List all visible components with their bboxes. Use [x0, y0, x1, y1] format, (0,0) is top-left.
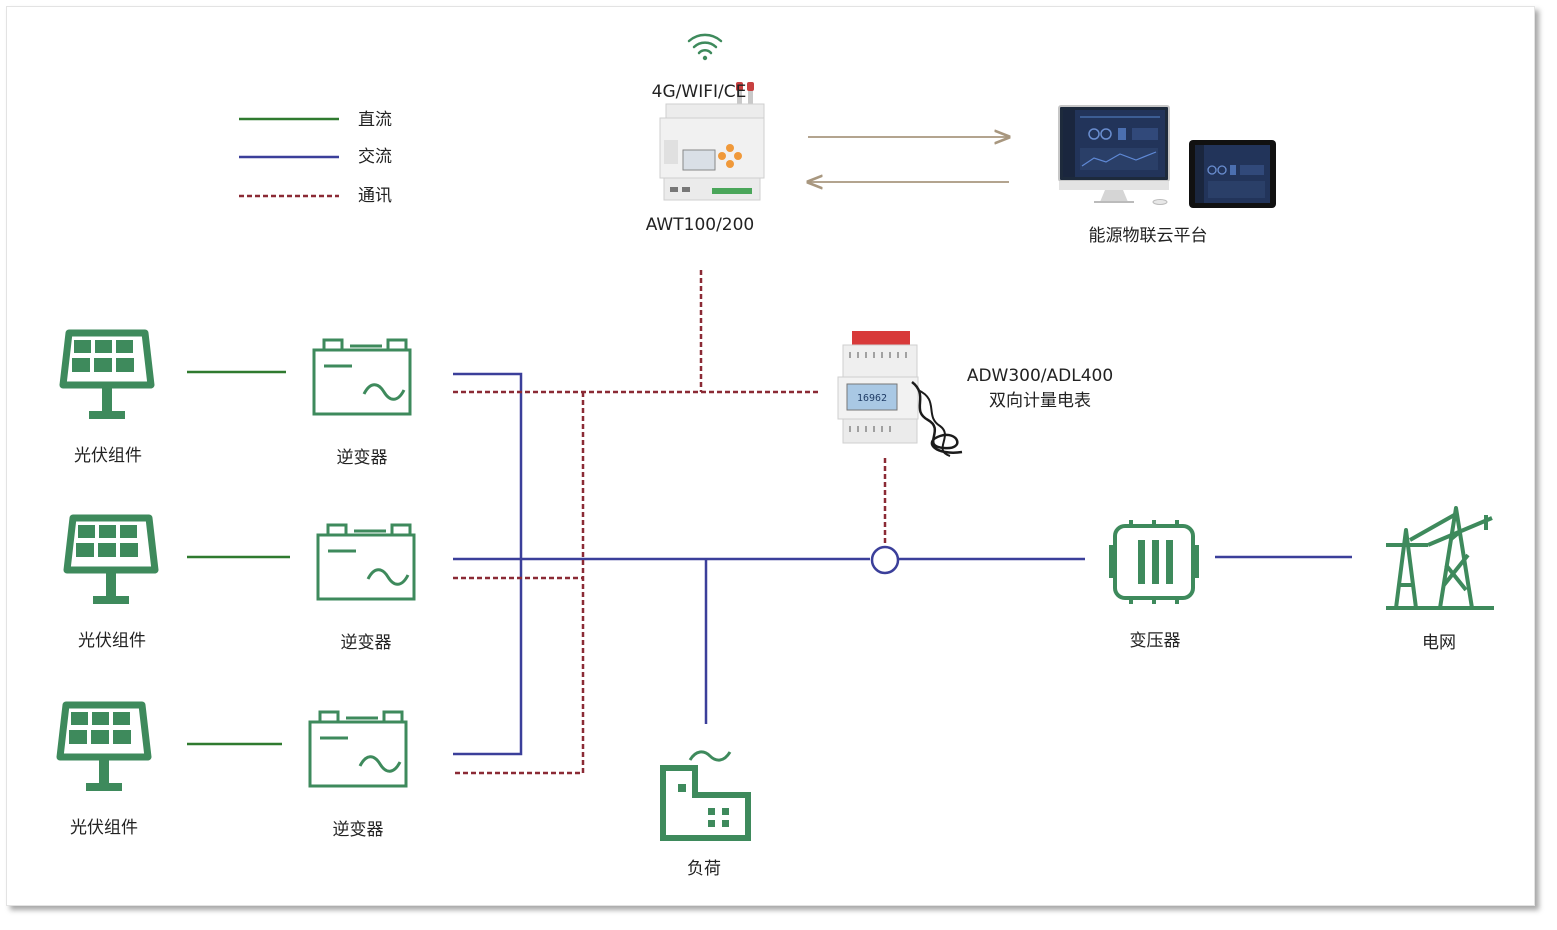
meter-display-reading: 16962: [857, 393, 887, 404]
inverter-label-3: 逆变器: [332, 820, 384, 840]
grid-label: 电网: [1422, 633, 1456, 653]
solar-panel-icon-1: [63, 333, 151, 419]
inverter-icon-3: [308, 710, 408, 788]
tablet-icon: [1189, 140, 1276, 208]
inverter-icon-2: [316, 523, 416, 601]
meter-name-label: 双向计量电表: [989, 391, 1091, 411]
solar-panel-icon-3: [60, 705, 148, 791]
gateway-device-icon: [659, 82, 765, 201]
desktop-monitor-icon: [1058, 105, 1170, 205]
inverter-label-2: 逆变器: [340, 633, 392, 653]
legend-dc-label: 直流: [358, 110, 392, 130]
meter-junction: [870, 545, 900, 575]
meter-model-label: ADW300/ADL400: [966, 366, 1114, 386]
inverter-label-1: 逆变器: [336, 448, 388, 468]
ac-lines: [453, 372, 1352, 756]
wifi-icon: [687, 33, 723, 61]
legend-ac-label: 交流: [358, 147, 392, 167]
pv-label-1: 光伏组件: [74, 446, 142, 466]
solar-panel-icon-2: [67, 518, 155, 604]
inverter-icon-1: [312, 338, 412, 416]
pv-label-3: 光伏组件: [70, 818, 138, 838]
data-arrows: [808, 137, 1009, 182]
pv-label-2: 光伏组件: [78, 631, 146, 651]
gateway-wireless-label: 4G/WIFI/CE: [651, 82, 747, 102]
comm-lines: [453, 270, 887, 775]
legend-comm-label: 通讯: [358, 186, 392, 206]
cloud-platform-label: 能源物联云平台: [1088, 226, 1208, 246]
meter-device-icon: 16962: [837, 331, 963, 457]
legend: [239, 117, 339, 198]
gateway-model-label: AWT100/200: [645, 215, 755, 235]
load-factory-icon: [660, 750, 751, 841]
transformer-icon: [1109, 520, 1199, 604]
load-label: 负荷: [687, 859, 721, 879]
transformer-label: 变压器: [1129, 631, 1181, 651]
dc-lines: [187, 370, 290, 746]
grid-tower-icon: [1386, 506, 1494, 610]
